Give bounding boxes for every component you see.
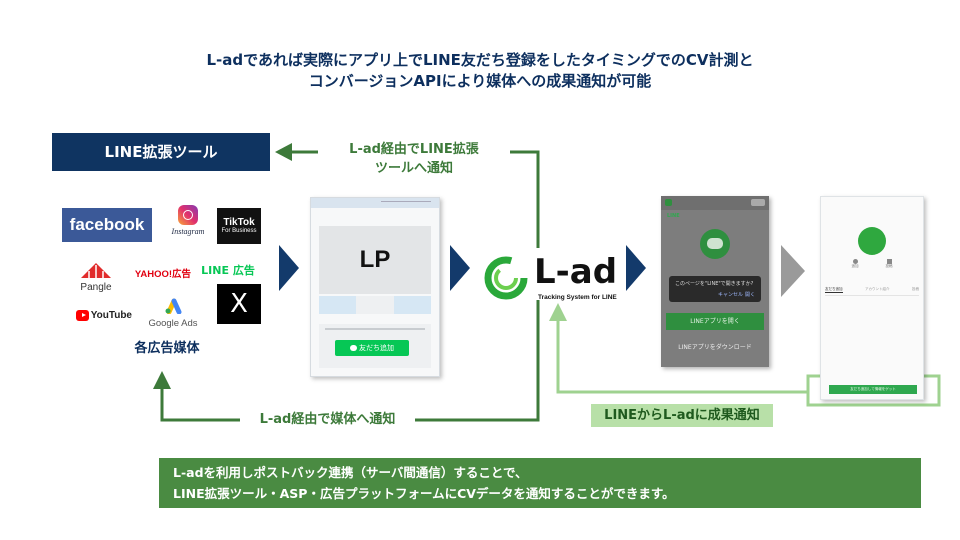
google-ads-logo: Google Ads <box>146 298 200 329</box>
lp-header-bar <box>311 198 439 208</box>
notify-line-tool-line-1: L-ad経由でLINE拡張 <box>349 142 479 157</box>
notify-media-text: L-ad経由で媒体へ通知 <box>259 412 396 427</box>
line-app-icon <box>665 199 672 206</box>
dialog-open-button[interactable]: 開く <box>744 292 755 298</box>
line-logo-icon <box>700 229 730 259</box>
connector-lad-to-line-tool <box>510 150 540 248</box>
line-chat-icon <box>350 345 357 351</box>
phone2-tab-2[interactable]: アカウント紹介 <box>865 287 890 291</box>
line-account-mockup: 追加 投稿 友だち追加 アカウント紹介 投稿 友だち追加して情報をゲット <box>820 196 924 400</box>
instagram-logo: Instagram <box>165 205 211 245</box>
instagram-icon <box>178 205 198 225</box>
pangle-label: Pangle <box>80 282 112 293</box>
phone2-action-right: 投稿 <box>885 264 893 268</box>
add-person-icon <box>852 259 858 264</box>
lp-add-friend-label: 友だち追加 <box>359 344 394 352</box>
phone2-action-left: 追加 <box>851 264 859 268</box>
lad-tagline: Tracking System for LINE <box>538 294 617 301</box>
facebook-logo: facebook <box>62 208 152 242</box>
line-open-dialog-mockup: LINE このページを"LINE"で開きますか? キャンセル 開く LINEアプ… <box>661 196 769 367</box>
lp-add-friend-button[interactable]: 友だち追加 <box>335 340 409 356</box>
dialog-cancel-button[interactable]: キャンセル <box>717 292 743 298</box>
headline-line-1: L-adであれば実際にアプリ上でLINE友だち登録をしたタイミングでのCV計測と <box>206 51 754 69</box>
lp-page-mockup: LP 友だち追加 <box>310 197 440 377</box>
tiktok-sub-label: For Business <box>221 228 257 234</box>
lad-logo-text: L-ad <box>534 252 618 292</box>
instagram-label: Instagram <box>171 227 205 236</box>
x-logo: X <box>217 284 261 324</box>
yahoo-ads-logo: YAHOO!広告 <box>134 269 192 280</box>
arrowhead-to-media <box>153 371 171 389</box>
bottom-summary-box: L-adを利用しポストバック連携（サーバ間通信）することで、 LINE拡張ツール… <box>159 458 921 508</box>
phone2-tabs: 友だち追加 アカウント紹介 投稿 <box>825 287 919 296</box>
lp-label: LP <box>359 246 391 273</box>
lad-circle-icon <box>484 256 528 300</box>
chevron-lp-to-lad <box>450 245 470 291</box>
connector-to-media-left <box>160 388 240 422</box>
dialog-message: このページを"LINE"で開きますか? <box>675 281 754 287</box>
media-caption: 各広告媒体 <box>134 341 200 356</box>
chevron-line-to-account <box>781 245 805 297</box>
line-tool-box: LINE拡張ツール <box>52 133 270 171</box>
connector-lad-to-media <box>415 300 540 422</box>
youtube-icon <box>76 309 89 321</box>
tiktok-logo: TikTok For Business <box>217 208 261 244</box>
google-ads-label: Google Ads <box>148 318 198 329</box>
pangle-logo: Pangle <box>72 262 120 294</box>
download-line-link[interactable]: LINEアプリをダウンロード <box>678 344 752 351</box>
google-ads-icon <box>165 298 182 315</box>
open-line-app-button[interactable]: LINEアプリを開く <box>666 313 764 330</box>
pangle-icon <box>81 263 111 278</box>
headline-line-2: コンバージョンAPIにより媒体への成果通知が可能 <box>308 72 652 90</box>
line-to-lad-label: LINEからL-adに成果通知 <box>591 404 773 427</box>
arrowhead-to-lad <box>549 303 567 321</box>
tiktok-label: TikTok <box>223 217 255 228</box>
youtube-logo: YouTube <box>76 306 132 324</box>
phone2-tab-1[interactable]: 友だち追加 <box>825 287 843 293</box>
account-avatar <box>858 227 886 255</box>
notify-line-tool-line-2: ツールへ通知 <box>374 161 453 176</box>
lp-hero-image: LP <box>319 226 431 294</box>
phone2-add-friend-button[interactable]: 友だち追加して情報をゲット <box>829 385 917 394</box>
chevron-media-to-lp <box>279 245 299 291</box>
post-icon <box>886 259 892 264</box>
open-in-line-dialog: このページを"LINE"で開きますか? キャンセル 開く <box>669 276 761 302</box>
youtube-label: YouTube <box>90 309 132 321</box>
lad-logo: L-ad Tracking System for LINE <box>484 250 634 310</box>
bottom-summary-line-2: LINE拡張ツール・ASP・広告プラットフォームにCVデータを通知することができ… <box>173 486 675 501</box>
chevron-lad-to-line <box>626 245 646 291</box>
bottom-summary-line-1: L-adを利用しポストバック連携（サーバ間通信）することで、 <box>173 465 528 480</box>
arrowhead-to-line-tool <box>275 143 292 161</box>
notify-line-tool-text: L-ad経由でLINE拡張 ツールへ通知 <box>320 140 508 178</box>
phone1-app-label: LINE <box>667 213 680 219</box>
connector-line-to-lad <box>556 320 808 394</box>
phone2-tab-3[interactable]: 投稿 <box>912 287 919 291</box>
line-ads-logo: LINE 広告 <box>201 264 255 277</box>
